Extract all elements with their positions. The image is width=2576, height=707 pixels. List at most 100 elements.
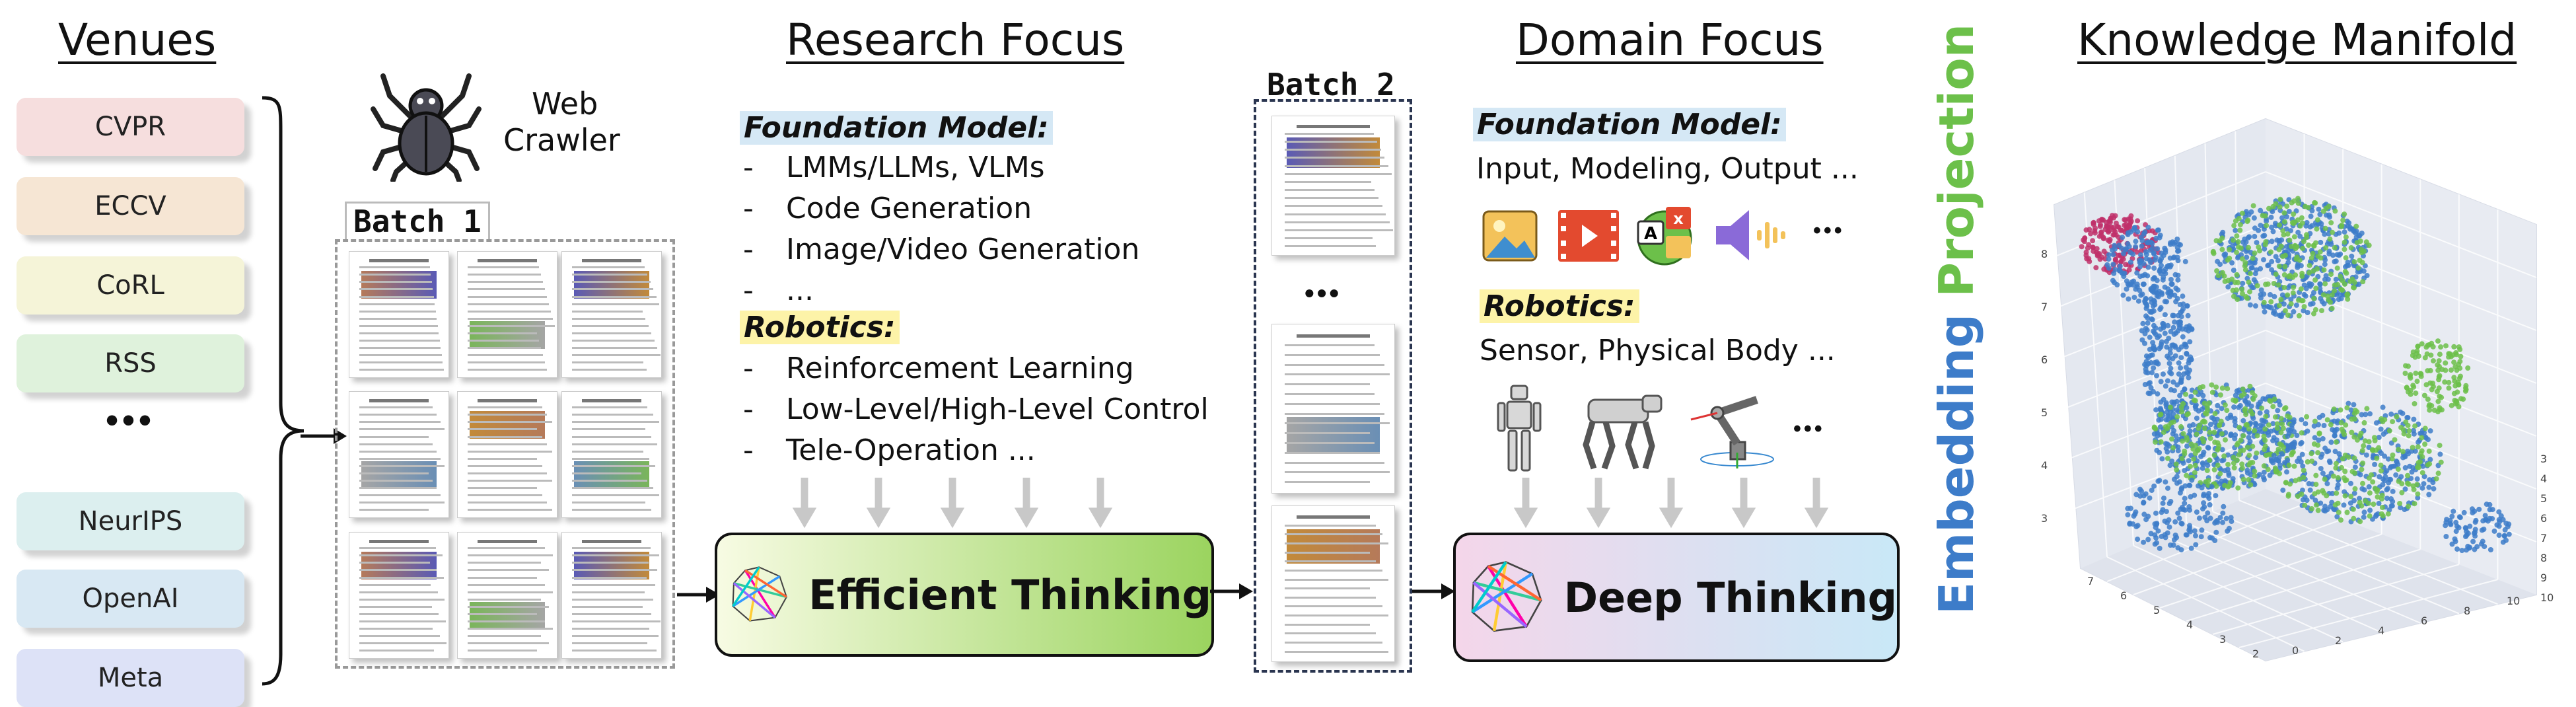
manifold-point	[2301, 467, 2307, 473]
manifold-point	[2351, 434, 2357, 440]
manifold-point	[2182, 468, 2188, 474]
manifold-point	[2187, 523, 2192, 529]
manifold-point	[2192, 389, 2198, 395]
manifold-point	[2301, 291, 2307, 297]
manifold-point	[2145, 225, 2151, 231]
manifold-point	[2262, 233, 2268, 239]
manifold-point	[2161, 321, 2166, 327]
manifold-point	[2379, 511, 2384, 517]
manifold-point	[2482, 544, 2487, 550]
paper-text-line	[572, 635, 659, 637]
manifold-point	[2285, 260, 2291, 266]
manifold-point	[2079, 244, 2085, 250]
manifold-point	[2157, 412, 2163, 418]
manifold-point	[2231, 404, 2237, 410]
manifold-point	[2246, 260, 2252, 266]
manifold-point	[2437, 393, 2443, 399]
manifold-point	[2168, 289, 2174, 295]
manifold-point	[2143, 326, 2149, 332]
manifold-point	[2284, 469, 2289, 475]
manifold-point	[2388, 476, 2394, 482]
manifold-point	[2289, 452, 2295, 458]
manifold-point	[2183, 532, 2189, 538]
manifold-point	[2308, 451, 2314, 457]
manifold-point	[2369, 472, 2375, 478]
batch1-paper	[349, 391, 449, 518]
manifold-point	[2201, 504, 2207, 510]
paper-text-line	[468, 451, 552, 453]
manifold-point	[2442, 379, 2448, 385]
manifold-point	[2201, 426, 2207, 431]
manifold-point	[2231, 465, 2237, 470]
manifold-point	[2427, 457, 2433, 463]
manifold-point	[2151, 265, 2157, 271]
manifold-grid-line	[2054, 383, 2266, 465]
manifold-point	[2298, 286, 2304, 292]
manifold-point	[2428, 352, 2434, 358]
manifold-point	[2364, 273, 2370, 278]
manifold-point	[2273, 468, 2279, 474]
paper-text-line	[359, 584, 431, 586]
manifold-point	[2207, 535, 2213, 540]
manifold-point	[2411, 416, 2417, 422]
manifold-point	[2171, 428, 2177, 433]
manifold-point	[2253, 455, 2259, 461]
down-arrow	[1804, 477, 1829, 529]
paper-text-line	[572, 458, 649, 460]
manifold-point	[2416, 465, 2421, 470]
manifold-point	[2342, 431, 2347, 437]
manifold-point	[2126, 216, 2131, 222]
paper-text-line	[1284, 373, 1390, 375]
manifold-point	[2209, 484, 2215, 490]
manifold-point	[2366, 242, 2372, 248]
manifold-point	[2410, 445, 2415, 451]
manifold-point	[2319, 308, 2324, 314]
manifold-point	[2168, 328, 2174, 334]
manifold-point	[2285, 457, 2291, 463]
manifold-point	[2186, 323, 2192, 329]
paper-text-line	[572, 606, 643, 608]
manifold-point	[2338, 274, 2343, 279]
manifold-point	[2233, 227, 2238, 233]
research-robotics-item: Tele-Operation ...	[786, 433, 1036, 467]
manifold-point	[2182, 448, 2188, 454]
manifold-point	[2285, 292, 2291, 298]
paper-text-line	[1284, 542, 1388, 544]
paper-text-line	[1284, 432, 1370, 434]
manifold-tick-label: 0	[2292, 644, 2299, 657]
manifold-point	[2291, 211, 2297, 217]
manifold-point	[2258, 295, 2264, 301]
manifold-point	[2366, 439, 2372, 445]
manifold-point	[2229, 519, 2235, 524]
manifold-tick-label: 10	[2507, 595, 2520, 607]
manifold-point	[2250, 443, 2256, 449]
manifold-point	[2207, 502, 2213, 507]
manifold-point	[2279, 421, 2285, 427]
manifold-point	[2361, 420, 2367, 426]
manifold-point	[2117, 263, 2123, 269]
manifold-point	[2184, 437, 2190, 443]
manifold-point	[2154, 360, 2160, 366]
paper-text-line	[572, 361, 643, 363]
manifold-point	[2411, 428, 2416, 433]
manifold-point	[2342, 229, 2347, 235]
manifold-point	[2457, 359, 2463, 365]
paper-text-line	[359, 458, 441, 460]
manifold-point	[2323, 245, 2329, 250]
paper-text-line	[1284, 614, 1388, 616]
manifold-point	[2306, 242, 2312, 248]
manifold-point	[2312, 491, 2318, 497]
manifold-point	[2285, 231, 2291, 237]
manifold-point	[2166, 517, 2172, 523]
manifold-point	[2206, 496, 2212, 501]
manifold-point	[2206, 491, 2211, 496]
manifold-point	[2112, 242, 2118, 248]
manifold-tick-label: 4	[2041, 459, 2048, 472]
paper-text-line	[572, 599, 653, 601]
manifold-point	[2247, 302, 2253, 308]
manifold-point	[2162, 299, 2168, 305]
manifold-point	[2188, 394, 2194, 399]
manifold-point	[2170, 239, 2176, 245]
paper-text-line	[468, 458, 537, 460]
manifold-point	[2347, 225, 2353, 230]
